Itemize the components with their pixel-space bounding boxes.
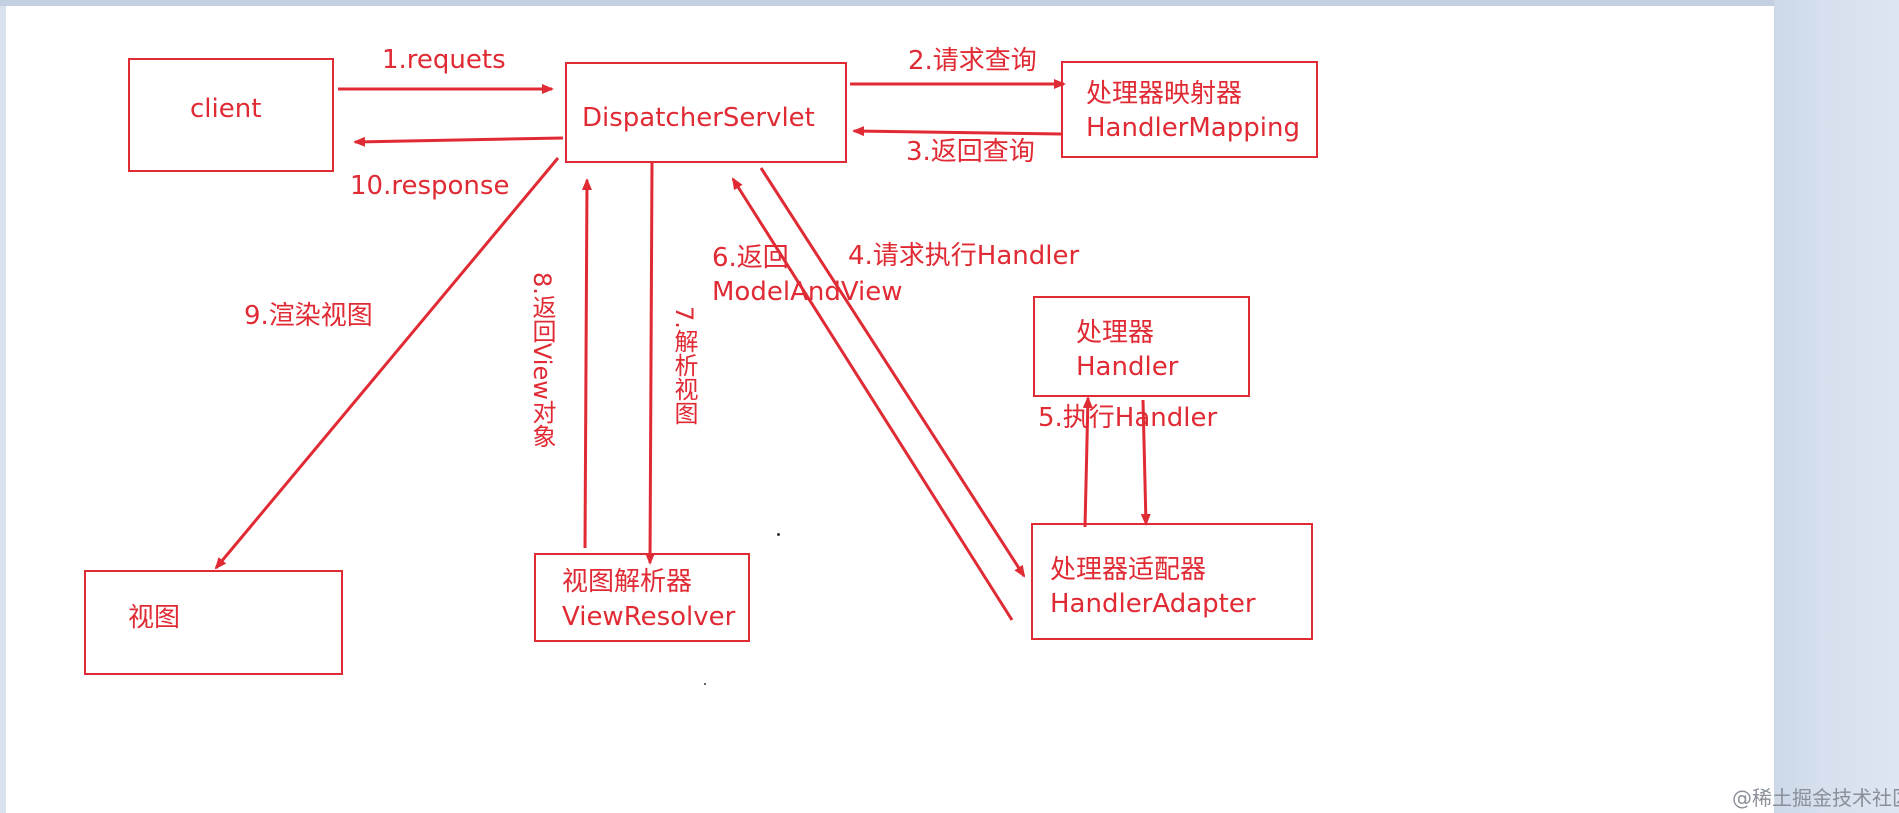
watermark: @稀土掘金技术社区 [1732, 786, 1899, 810]
step-2-label: 2.请求查询 [908, 46, 1037, 76]
handler-label-en: Handler [1076, 352, 1179, 382]
step-4-label: 4.请求执行Handler [848, 241, 1080, 271]
dispatcher-servlet-box [565, 62, 847, 163]
handler-label-cn: 处理器 [1076, 318, 1155, 348]
stray-dot [704, 683, 706, 685]
arrow-9-render-view [214, 157, 560, 570]
client-label: client [190, 94, 262, 124]
handler-mapping-box [1061, 61, 1318, 158]
step-6-label-line1: 6.返回 [712, 243, 789, 273]
background-panel [1774, 0, 1899, 813]
arrow-5-up [1082, 396, 1093, 528]
handler-adapter-box [1031, 523, 1313, 640]
arrow-10-response [353, 136, 564, 147]
handler-adapter-label-en: HandlerAdapter [1050, 589, 1256, 619]
client-box [128, 58, 334, 172]
arrow-5-down [1140, 399, 1151, 526]
handler-adapter-label-cn: 处理器适配器 [1050, 555, 1207, 585]
window-top-strip [0, 0, 1899, 6]
view-box [84, 570, 343, 675]
view-label: 视图 [128, 603, 181, 633]
stray-dot [777, 533, 780, 536]
dispatcher-servlet-label: DispatcherServlet [582, 103, 815, 133]
view-resolver-label-cn: 视图解析器 [562, 567, 693, 597]
arrow-4-execute-handler [759, 167, 1026, 578]
arrow-3-return-query [852, 126, 1062, 137]
step-8-label: 8.返回View对象 [528, 272, 556, 448]
arrow-8-return-view [581, 178, 592, 549]
view-resolver-box [534, 553, 750, 642]
step-9-label: 9.渲染视图 [244, 301, 373, 331]
step-10-label: 10.response [350, 171, 510, 201]
arrow-7-resolve-view [645, 160, 656, 565]
step-5-label: 5.执行Handler [1038, 403, 1218, 433]
step-1-label: 1.requets [382, 45, 506, 75]
diagram-canvas [6, 6, 1774, 813]
handler-mapping-label-en: HandlerMapping [1086, 113, 1300, 143]
view-resolver-label-en: ViewResolver [562, 602, 736, 632]
step-6-label-line2: ModelAndView [712, 277, 903, 307]
handler-mapping-label-cn: 处理器映射器 [1086, 79, 1243, 109]
handler-box [1033, 296, 1250, 397]
arrow-6-return-modelandview [731, 177, 1014, 621]
step-3-label: 3.返回查询 [906, 137, 1035, 167]
step-7-label: 7.解析视图 [670, 306, 698, 425]
